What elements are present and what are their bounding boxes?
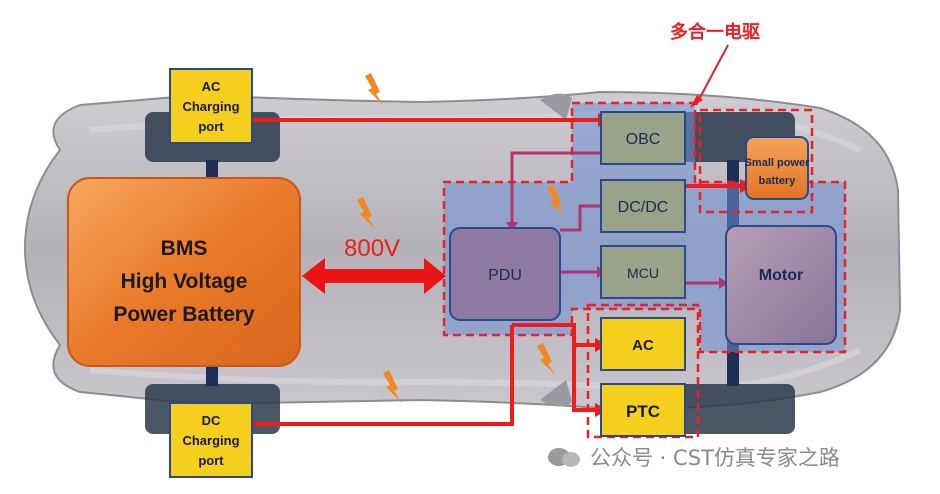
- lightning-icon: [365, 73, 384, 106]
- dcdc-box: DC/DC: [600, 179, 686, 233]
- annotation-pointer: [695, 44, 729, 106]
- small-battery-line2: battery: [759, 175, 797, 187]
- watermark-text: 公众号 · CST仿真专家之路: [590, 446, 840, 470]
- battery-line2: High Voltage: [121, 270, 248, 293]
- battery-line1: BMS: [161, 237, 208, 260]
- high-voltage-wires: [252, 118, 742, 426]
- wechat-icon: [548, 444, 582, 470]
- lightning-icon: [357, 197, 376, 230]
- ac-unit-box: AC: [600, 317, 686, 371]
- hv-battery: BMS High Voltage Power Battery: [67, 177, 301, 367]
- mcu-label: MCU: [627, 265, 659, 281]
- pdu-label: PDU: [488, 267, 522, 284]
- ac-port-line2: Charging: [182, 99, 239, 114]
- annotation-pointer-arrow: [690, 95, 703, 108]
- pdu-box: PDU: [449, 227, 561, 321]
- ac-unit-label: AC: [632, 337, 654, 354]
- lightning-icon: [547, 185, 566, 218]
- dc-charging-port: DC Charging port: [169, 402, 253, 478]
- ptc-box: PTC: [600, 383, 686, 437]
- arrow-motor: [719, 277, 728, 289]
- lightning-icons: [357, 73, 566, 403]
- obc-label: OBC: [626, 131, 661, 148]
- ac-charging-port: AC Charging port: [169, 68, 253, 144]
- lightning-icon: [383, 370, 402, 403]
- lightning-icon: [537, 343, 556, 376]
- dc-port-line1: DC: [202, 413, 221, 428]
- voltage-label: 800V: [344, 235, 400, 262]
- voltage-double-arrow: [302, 258, 446, 294]
- small-battery-line1: Small power: [745, 157, 811, 169]
- motor-label: Motor: [759, 267, 803, 284]
- dc-port-line3: port: [198, 453, 224, 468]
- dc-port-line2: Charging: [182, 433, 239, 448]
- ac-port-line3: port: [198, 119, 224, 134]
- mcu-box: MCU: [600, 245, 686, 299]
- internal-wires: [510, 151, 722, 285]
- integration-title: 多合一电驱: [670, 21, 760, 43]
- battery-line3: Power Battery: [113, 303, 255, 326]
- watermark: 公众号 · CST仿真专家之路: [548, 440, 928, 474]
- obc-box: OBC: [600, 111, 686, 165]
- small-power-battery: Small power battery: [745, 136, 811, 200]
- dcdc-label: DC/DC: [618, 199, 669, 216]
- motor-box: Motor: [725, 225, 837, 345]
- ptc-label: PTC: [626, 402, 660, 421]
- ac-port-line1: AC: [202, 79, 221, 94]
